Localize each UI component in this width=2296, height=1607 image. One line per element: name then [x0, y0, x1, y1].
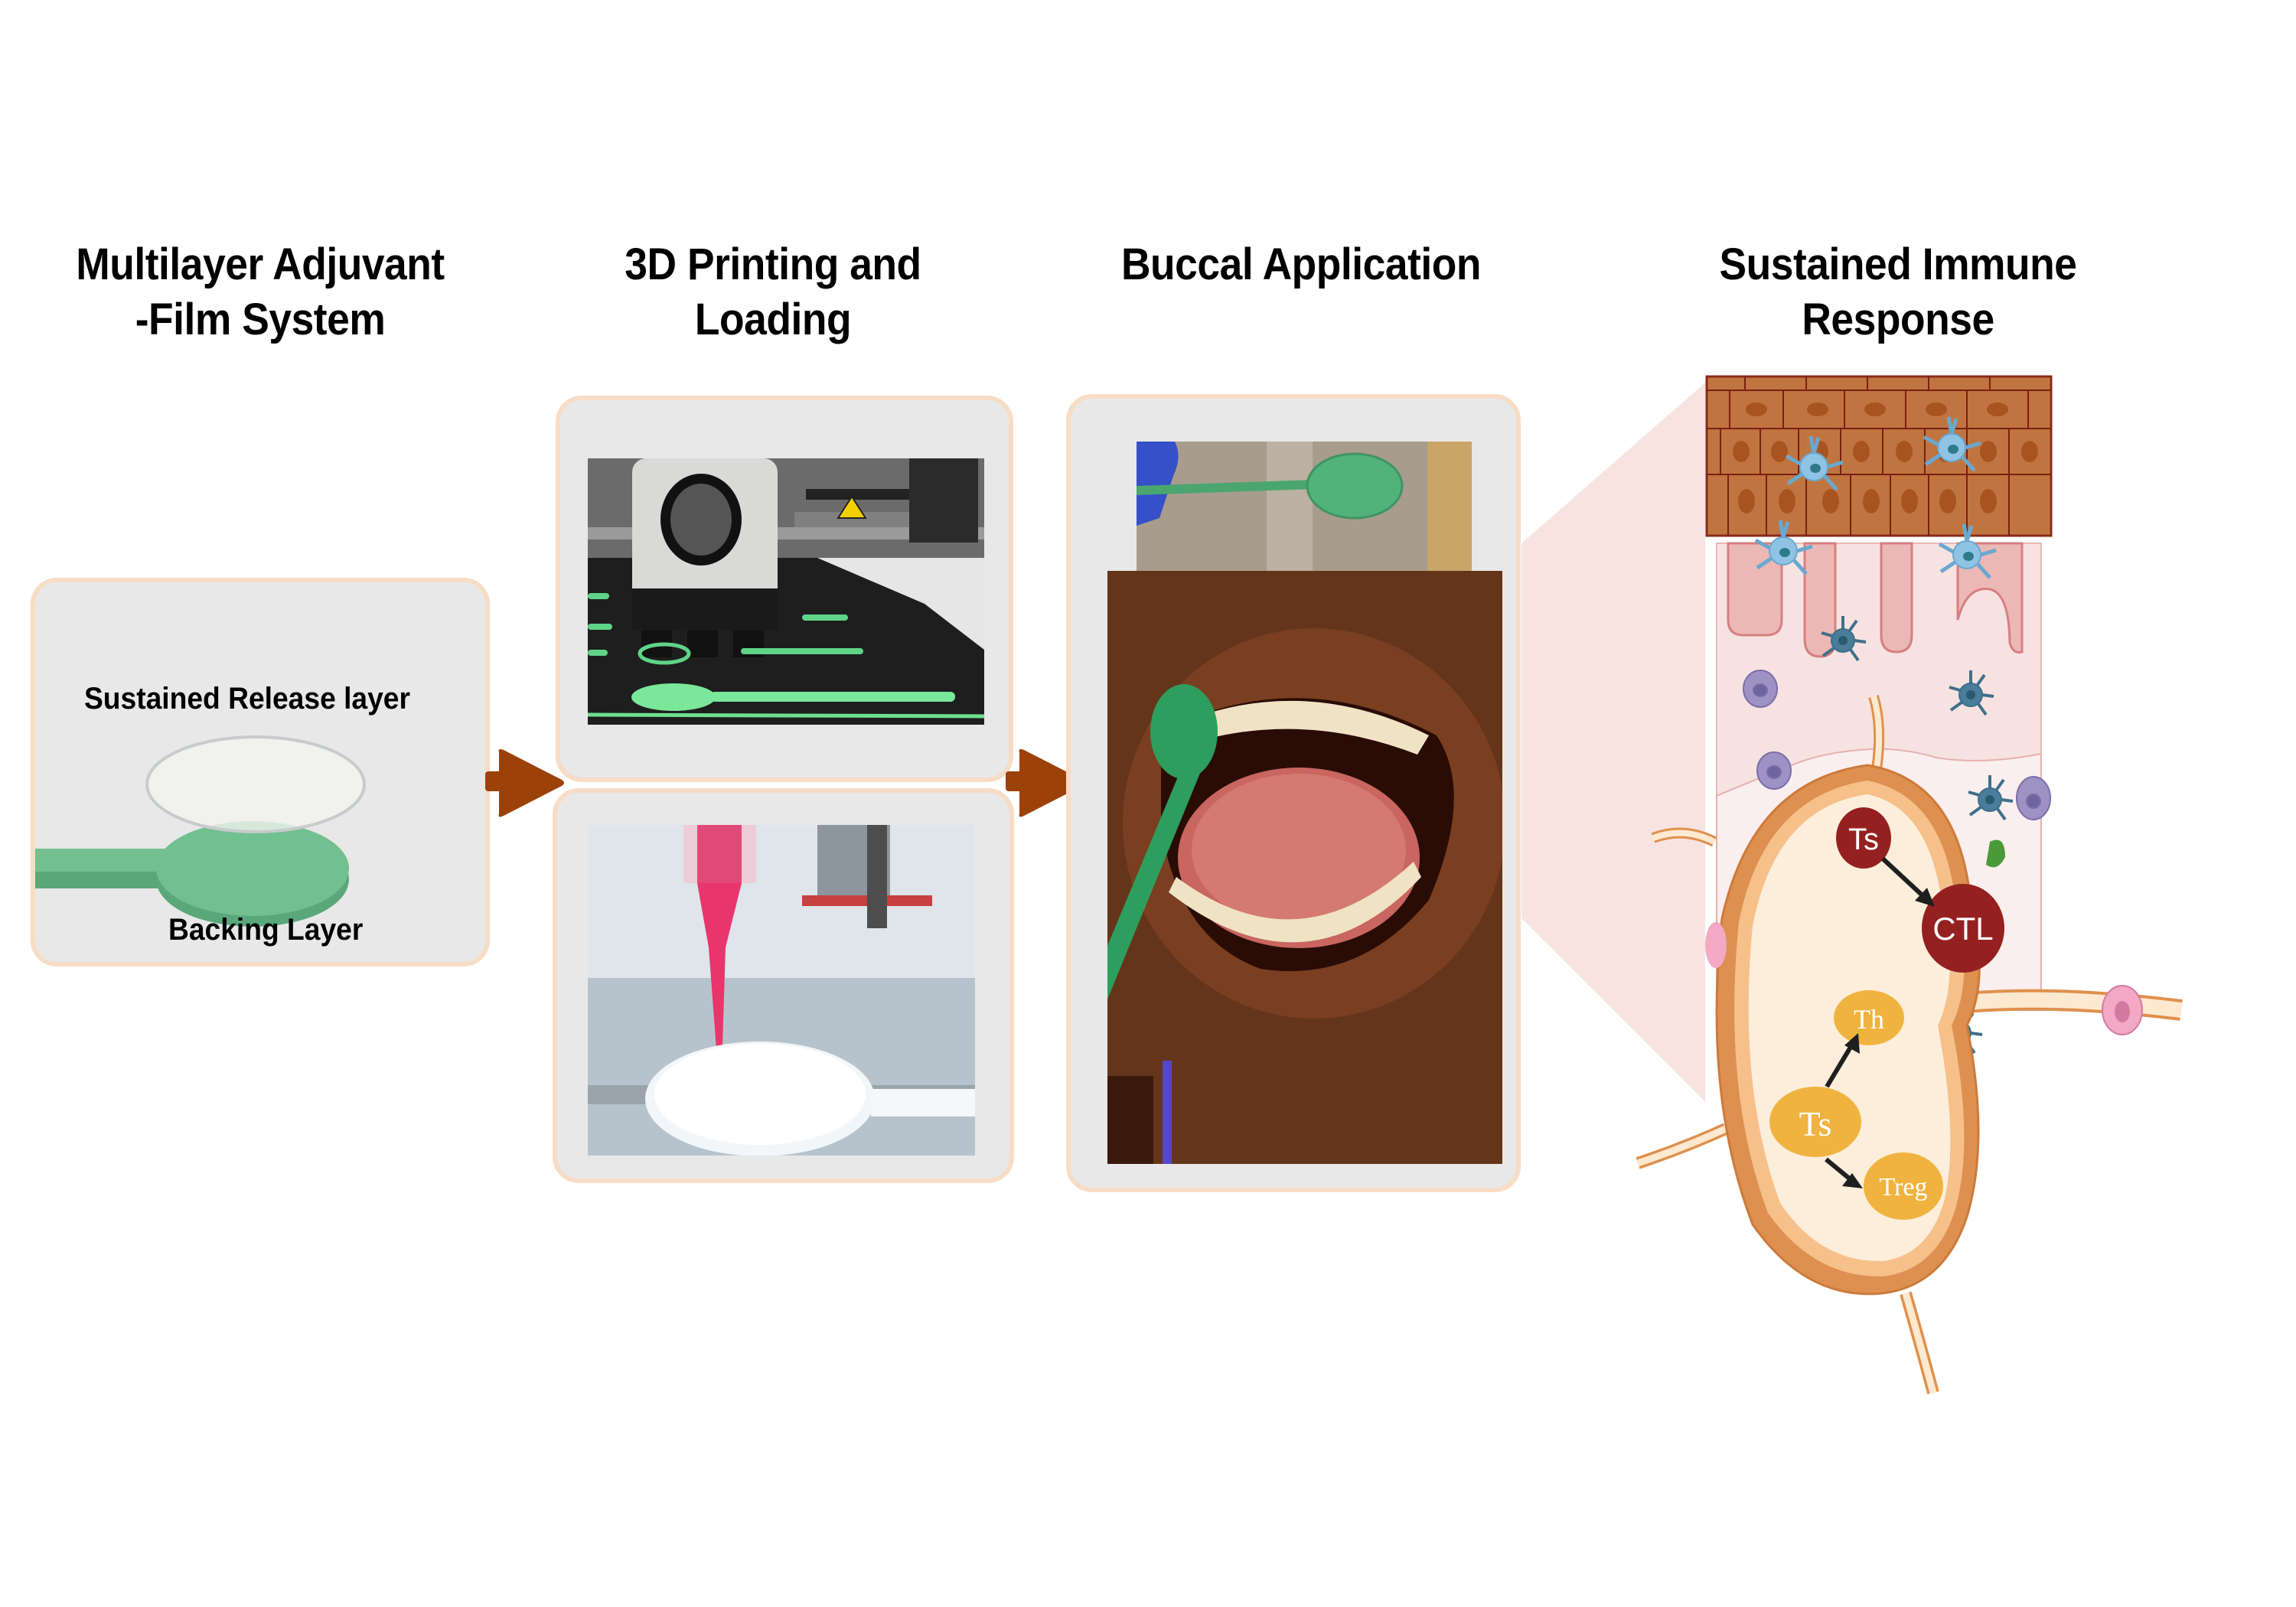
label-treg: Treg	[1880, 1173, 1928, 1201]
cell-treg	[1864, 1152, 1943, 1220]
cell-th	[1834, 990, 1904, 1045]
buccal-film-application-photo	[1107, 571, 1502, 1164]
step-arrow-2	[1006, 749, 1084, 817]
langerhans-cells	[1754, 416, 1997, 579]
step-title-3d-printing: 3D Printing and Loading	[569, 237, 977, 347]
label-ts-cytotoxic: Ts	[1848, 823, 1879, 856]
rete-ridges	[1727, 542, 2024, 658]
immune-response-illustration: Ts CTL Th Ts Treg	[1636, 375, 2183, 1395]
film-system-panel: Sustained Release layer Backing Layer	[31, 578, 490, 966]
step-title-buccal-application: Buccal Application	[1083, 237, 1519, 292]
title-line: Response	[1802, 295, 1994, 344]
title-line: Sustained Immune	[1719, 240, 2077, 289]
step-title-film-system: Multilayer Adjuvant -Film System	[42, 237, 478, 347]
zoom-cone	[1521, 383, 1705, 1102]
sustained-release-layer-label: Sustained Release layer	[84, 682, 410, 715]
label-th: Th	[1854, 1004, 1884, 1035]
differentiation-arrows	[1825, 856, 1935, 1188]
backing-layer-film	[35, 821, 349, 927]
3d-printer-photo	[588, 458, 984, 725]
buccal-application-panel	[1066, 394, 1521, 1192]
label-ctl: CTL	[1932, 911, 1993, 947]
pipette-loading-photo	[588, 825, 975, 1156]
epithelium-layer	[1705, 375, 2053, 537]
backing-layer-label: Backing Layer	[168, 913, 364, 947]
cell-ctl	[1922, 884, 2004, 973]
cell-ts-suppressor	[1769, 1087, 1861, 1157]
printing-panel	[556, 396, 1013, 782]
title-line: -Film System	[135, 295, 386, 344]
step-title-immune-response: Sustained Immune Response	[1687, 237, 2109, 347]
loading-panel	[553, 788, 1014, 1183]
title-line: 3D Printing and	[625, 240, 921, 289]
film-in-gloved-hand-photo	[1137, 442, 1472, 573]
title-line: Loading	[694, 295, 852, 344]
plasma-cells	[1743, 670, 2051, 820]
title-line: Buccal Application	[1120, 240, 1482, 289]
label-ts-suppressor: Ts	[1799, 1104, 1832, 1143]
cell-ts-cytotoxic	[1836, 807, 1891, 869]
sustained-release-layer-film	[145, 735, 366, 833]
film-illustration	[35, 735, 366, 927]
title-line: Multilayer Adjuvant	[76, 240, 445, 289]
step-arrow-1	[485, 749, 564, 817]
